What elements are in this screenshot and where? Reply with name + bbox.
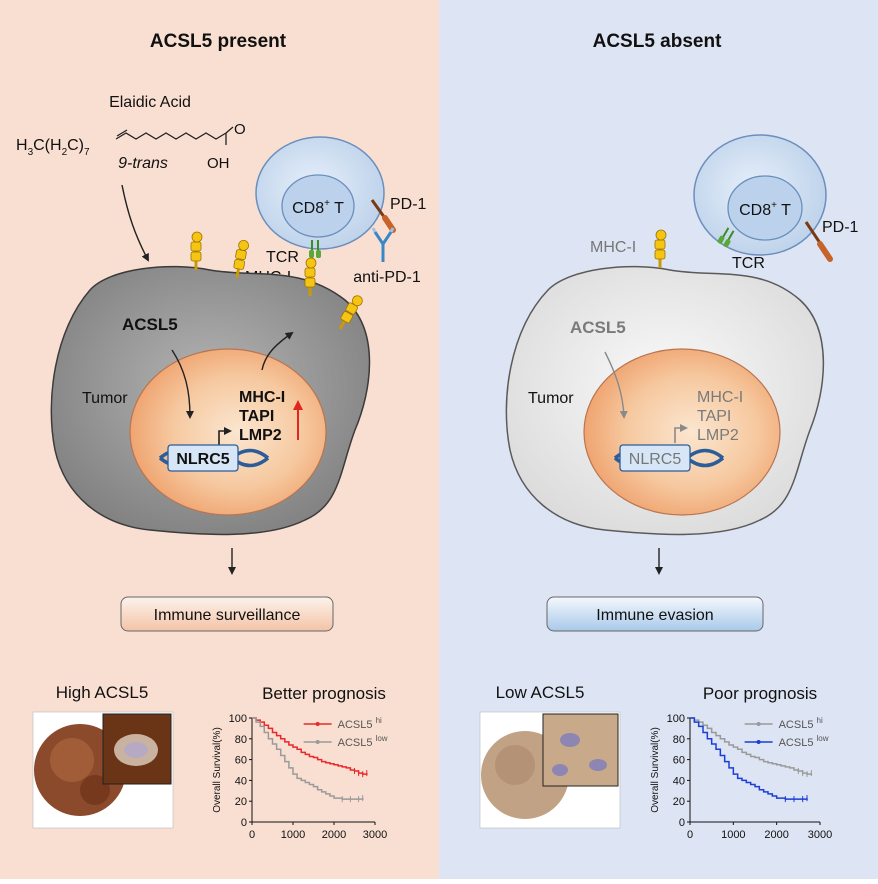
pd1-head-right-icon [817, 241, 833, 262]
ihc-inset-nucleus-1-icon [560, 733, 580, 747]
ihc-zoom-inset-low [542, 713, 619, 787]
cd8-label-right: CD8+ T [739, 200, 791, 219]
left-title: ACSL5 present [150, 31, 287, 52]
acsl5-label-right: ACSL5 [570, 318, 626, 337]
anti-pd1-label: anti-PD-1 [353, 269, 421, 286]
double-bond-icon [116, 129, 128, 137]
ihc-core-detail-icon [50, 738, 94, 782]
y-tick-label: 0 [241, 817, 247, 829]
oxygen-label: O [234, 121, 246, 138]
legend-marker [756, 722, 761, 726]
outcome-label-right: Immune evasion [596, 607, 713, 624]
outcome-box-right [546, 596, 764, 632]
gene-tapi-right: TAPI [697, 408, 731, 425]
right-title: ACSL5 absent [593, 31, 722, 52]
export-arrow-left [261, 331, 294, 371]
series-line-hi [690, 717, 813, 775]
ihc-title-right: Low ACSL5 [496, 683, 585, 702]
ihc-core-low-detail-icon [495, 745, 535, 785]
ihc-title-left: High ACSL5 [56, 683, 149, 702]
x-tick-label: 2000 [322, 829, 346, 841]
outcome-label-left: Immune surveillance [154, 607, 301, 624]
y-tick-label: 20 [673, 796, 685, 808]
y-tick-label: 100 [229, 713, 247, 725]
y-tick-label: 100 [667, 713, 685, 725]
t-cell-nucleus-left [281, 174, 355, 238]
nucleus-left [129, 348, 327, 516]
acsl5-label-left: ACSL5 [122, 315, 178, 334]
nlrc5-box-right [619, 444, 691, 472]
x-tick-label: 1000 [721, 829, 745, 841]
carbon-chain-icon [115, 132, 227, 140]
x-tick-label: 0 [687, 829, 693, 841]
gene-tapi-left: TAPI [239, 408, 274, 425]
nlrc5-box-left [167, 444, 239, 472]
acsl5-to-nlrc5-arrow [171, 349, 194, 419]
pd1-label-left: PD-1 [390, 196, 427, 213]
legend-label: ACSL5 hi [338, 716, 382, 731]
nucleus-right [583, 348, 781, 516]
legend-marker [315, 722, 320, 726]
anti-pd1-antibody-icon [371, 227, 395, 262]
legend-label: ACSL5 low [779, 734, 829, 749]
pd1-label-right: PD-1 [822, 219, 859, 236]
ihc-inset-lumen-icon [124, 742, 148, 758]
mhc-label-right: MHC-I [590, 239, 636, 256]
y-tick-label: 40 [235, 775, 247, 787]
y-tick-label: 40 [673, 775, 685, 787]
gene-lmp2-right: LMP2 [697, 427, 739, 444]
x-tick-label: 0 [249, 829, 255, 841]
chemical-formula: H3C(H2C)7 [16, 137, 90, 158]
gene-mhc-right: MHC-I [697, 389, 743, 406]
x-tick-label: 1000 [281, 829, 305, 841]
uptake-arrow [121, 184, 149, 262]
tcr-label-left: TCR [266, 249, 299, 266]
nlrc5-label-left: NLRC5 [176, 451, 229, 468]
outcome-box-left [120, 596, 334, 632]
promoter-arrow-left-icon [218, 427, 232, 446]
legend-label: ACSL5 low [338, 734, 388, 749]
y-tick-label: 0 [679, 817, 685, 829]
y-tick-label: 80 [673, 734, 685, 746]
cd8-label-left: CD8+ T [292, 198, 344, 217]
ihc-inset-nucleus-3-icon [552, 764, 568, 776]
promoter-arrow-right-icon [674, 424, 688, 443]
nlrc5-label-right: NLRC5 [629, 451, 682, 468]
y-axis-label: Overall Survival(%) [650, 727, 661, 813]
hydroxyl-label: OH [207, 155, 230, 172]
t-cell-nucleus-right [727, 175, 803, 241]
ihc-inset-nucleus-2-icon [589, 759, 607, 771]
series-line-low [690, 717, 808, 800]
elaidic-acid-title: Elaidic Acid [109, 94, 191, 111]
carbonyl-bond-icon [225, 126, 234, 134]
acsl5-to-nlrc5-arrow-right [604, 351, 628, 419]
legend-marker [756, 740, 761, 744]
series-line-hi [252, 717, 368, 775]
y-tick-label: 80 [235, 734, 247, 746]
y-tick-label: 60 [673, 755, 685, 767]
y-tick-label: 20 [235, 796, 247, 808]
tcr-label-right: TCR [732, 255, 765, 272]
gene-lmp2-left: LMP2 [239, 427, 282, 444]
tumor-label-right: Tumor [528, 390, 574, 407]
tumor-label-left: Tumor [82, 390, 128, 407]
km-title-left: Better prognosis [262, 684, 386, 703]
series-line-low [252, 717, 364, 800]
x-tick-label: 3000 [808, 829, 832, 841]
gene-mhc-left: MHC-I [239, 389, 285, 406]
y-axis-label: Overall Survival(%) [212, 727, 223, 813]
x-tick-label: 3000 [363, 829, 387, 841]
trans-label: 9-trans [118, 155, 168, 172]
km-title-right: Poor prognosis [703, 684, 817, 703]
legend-label: ACSL5 hi [779, 716, 823, 731]
legend-marker [315, 740, 320, 744]
x-tick-label: 2000 [764, 829, 788, 841]
y-tick-label: 60 [235, 755, 247, 767]
